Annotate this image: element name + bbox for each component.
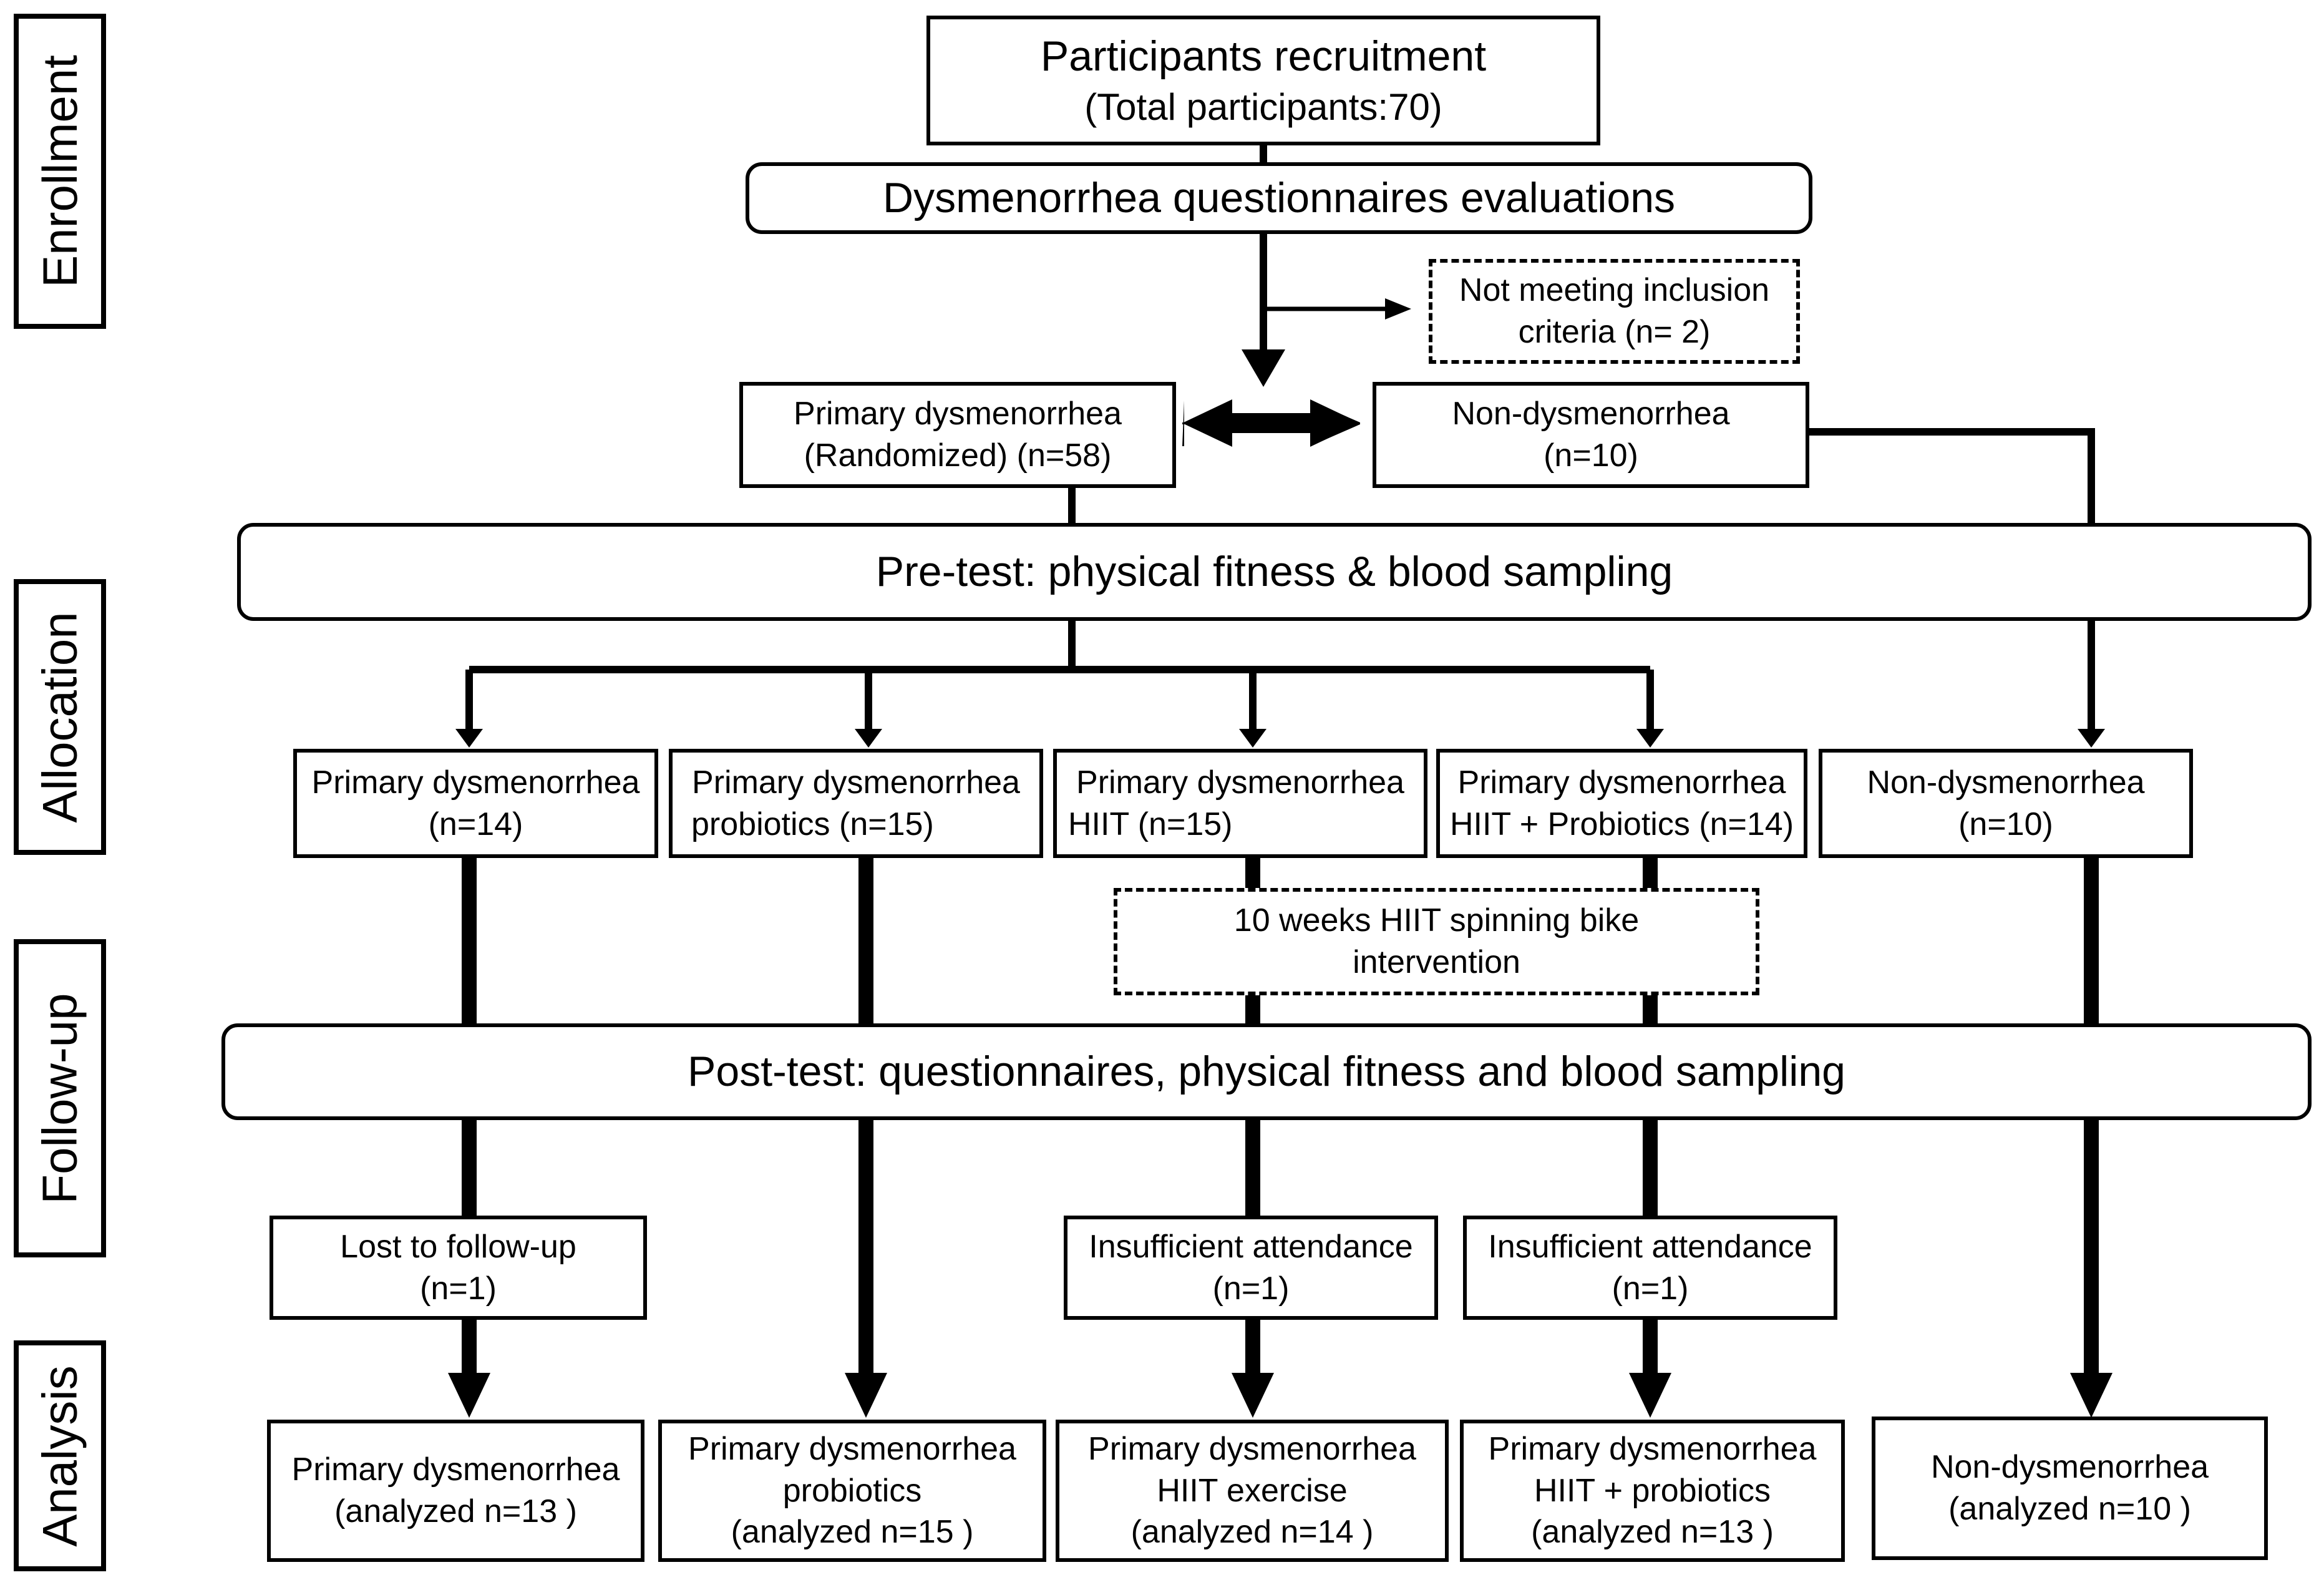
analysis-3-line-3: (analyzed n=14 ) xyxy=(1130,1514,1374,1551)
questionnaire-text: Dysmenorrhea questionnaires evaluations xyxy=(882,173,1676,222)
intervention-line-1: 10 weeks HIIT spinning bike xyxy=(1233,902,1640,939)
loss-3-line-2: (n=1) xyxy=(1612,1270,1689,1307)
allocation-group-3-line-2: HIIT (n=15) xyxy=(1068,806,1233,842)
analysis-group-control: Primary dysmenorrhea (analyzed n=13 ) xyxy=(267,1420,644,1562)
analysis-4-line-3: (analyzed n=13 ) xyxy=(1531,1514,1774,1551)
loss-box-hiit: Insufficient attendance (n=1) xyxy=(1064,1216,1438,1320)
allocation-group-control: Primary dysmenorrhea (n=14) xyxy=(293,749,658,858)
allocation-group-hiit: Primary dysmenorrhea HIIT (n=15) xyxy=(1053,749,1427,858)
line-non-dys-to-pretest xyxy=(1809,428,2095,523)
arrowhead-to-group-2 xyxy=(855,729,882,748)
recruitment-total: (Total participants:70) xyxy=(1084,86,1442,129)
recruitment-box: Participants recruitment (Total particip… xyxy=(926,16,1600,145)
allocation-group-non-dysmenorrhea: Non-dysmenorrhea (n=10) xyxy=(1819,749,2193,858)
arrowhead-to-randomized xyxy=(1242,349,1285,387)
analysis-group-hiit: Primary dysmenorrhea HIIT exercise (anal… xyxy=(1056,1420,1449,1562)
arrowhead-to-group-5 xyxy=(2078,729,2105,748)
analysis-5-line-2: (analyzed n=10 ) xyxy=(1948,1491,2191,1527)
allocation-group-1-line-1: Primary dysmenorrhea xyxy=(311,764,640,801)
allocation-group-5-line-1: Non-dysmenorrhea xyxy=(1867,764,2145,801)
analysis-group-probiotics: Primary dysmenorrhea probiotics (analyze… xyxy=(658,1420,1046,1562)
excluded-line-1: Not meeting inclusion xyxy=(1459,272,1770,309)
allocation-group-1-line-2: (n=14) xyxy=(428,806,523,842)
arrowhead-to-analysis-4 xyxy=(1629,1373,1671,1418)
phase-label-enrollment: Enrollment xyxy=(14,14,106,329)
allocation-group-probiotics: Primary dysmenorrhea probiotics (n=15) xyxy=(669,749,1043,858)
allocation-group-4-line-1: Primary dysmenorrhea xyxy=(1457,764,1786,801)
primary-randomized-line-2: (Randomized) (n=58) xyxy=(804,437,1112,474)
allocation-group-5-line-2: (n=10) xyxy=(1958,806,2053,842)
arrowhead-to-analysis-5 xyxy=(2070,1373,2113,1418)
arrowhead-to-group-1 xyxy=(455,729,483,748)
analysis-5-line-1: Non-dysmenorrhea xyxy=(1930,1449,2209,1486)
analysis-3-line-2: HIIT exercise xyxy=(1157,1472,1348,1509)
allocation-group-3-line-1: Primary dysmenorrhea xyxy=(1076,764,1404,801)
loss-3-line-1: Insufficient attendance xyxy=(1488,1228,1812,1265)
intervention-line-2: intervention xyxy=(1353,944,1520,980)
analysis-1-line-2: (analyzed n=13 ) xyxy=(334,1493,577,1529)
intervention-box: 10 weeks HIIT spinning bike intervention xyxy=(1114,888,1759,995)
arrowhead-to-group-4 xyxy=(1636,729,1664,748)
phase-label-analysis-text: Analysis xyxy=(32,1365,87,1547)
analysis-1-line-1: Primary dysmenorrhea xyxy=(291,1451,620,1488)
phase-label-allocation: Allocation xyxy=(14,579,106,855)
posttest-box: Post-test: questionnaires, physical fitn… xyxy=(221,1023,2312,1120)
recruitment-title: Participants recruitment xyxy=(1040,32,1487,80)
allocation-group-2-line-2: probiotics (n=15) xyxy=(691,806,934,842)
arrowhead-to-analysis-2 xyxy=(845,1373,887,1418)
non-dysmenorrhea-enrolled-box: Non-dysmenorrhea (n=10) xyxy=(1373,382,1809,488)
phase-label-followup-text: Follow-up xyxy=(32,992,87,1204)
allocation-group-hiit-probiotics: Primary dysmenorrhea HIIT + Probiotics (… xyxy=(1436,749,1807,858)
loss-1-line-2: (n=1) xyxy=(420,1270,497,1307)
loss-1-line-1: Lost to follow-up xyxy=(340,1228,576,1265)
pretest-text: Pre-test: physical fitness & blood sampl… xyxy=(875,547,1673,595)
phase-label-analysis: Analysis xyxy=(14,1340,106,1571)
non-dysmenorrhea-enrolled-line-2: (n=10) xyxy=(1544,437,1638,474)
allocation-group-4-line-2: HIIT + Probiotics (n=14) xyxy=(1449,806,1794,842)
analysis-4-line-2: HIIT + probiotics xyxy=(1534,1472,1771,1509)
arrowhead-to-analysis-1 xyxy=(448,1373,490,1418)
analysis-2-line-1: Primary dysmenorrhea xyxy=(688,1431,1016,1468)
phase-label-enrollment-text: Enrollment xyxy=(32,55,87,288)
loss-box-control: Lost to follow-up (n=1) xyxy=(270,1216,647,1320)
analysis-2-line-2: probiotics xyxy=(782,1472,922,1509)
posttest-text: Post-test: questionnaires, physical fitn… xyxy=(688,1047,1845,1095)
arrowhead-to-analysis-3 xyxy=(1232,1373,1274,1418)
non-dysmenorrhea-enrolled-line-1: Non-dysmenorrhea xyxy=(1452,396,1730,432)
arrowhead-to-excluded xyxy=(1385,298,1411,319)
primary-randomized-line-1: Primary dysmenorrhea xyxy=(794,396,1122,432)
excluded-line-2: criteria (n= 2) xyxy=(1518,314,1711,350)
analysis-group-hiit-probiotics: Primary dysmenorrhea HIIT + probiotics (… xyxy=(1460,1420,1845,1562)
analysis-3-line-1: Primary dysmenorrhea xyxy=(1088,1431,1416,1468)
allocation-group-2-line-1: Primary dysmenorrhea xyxy=(692,764,1020,801)
phase-label-allocation-text: Allocation xyxy=(32,611,87,823)
questionnaire-box: Dysmenorrhea questionnaires evaluations xyxy=(746,162,1812,234)
analysis-4-line-1: Primary dysmenorrhea xyxy=(1488,1431,1817,1468)
phase-label-followup: Follow-up xyxy=(14,939,106,1257)
analysis-2-line-3: (analyzed n=15 ) xyxy=(731,1514,974,1551)
pretest-box: Pre-test: physical fitness & blood sampl… xyxy=(237,523,2312,621)
double-headed-arrow xyxy=(1182,399,1360,447)
loss-box-hiit-probiotics: Insufficient attendance (n=1) xyxy=(1463,1216,1837,1320)
analysis-group-non-dysmenorrhea: Non-dysmenorrhea (analyzed n=10 ) xyxy=(1872,1417,2268,1560)
excluded-box: Not meeting inclusion criteria (n= 2) xyxy=(1429,259,1800,364)
arrowhead-to-group-3 xyxy=(1239,729,1267,748)
loss-2-line-1: Insufficient attendance xyxy=(1089,1228,1413,1265)
loss-2-line-2: (n=1) xyxy=(1212,1270,1290,1307)
primary-randomized-box: Primary dysmenorrhea (Randomized) (n=58) xyxy=(739,382,1176,488)
